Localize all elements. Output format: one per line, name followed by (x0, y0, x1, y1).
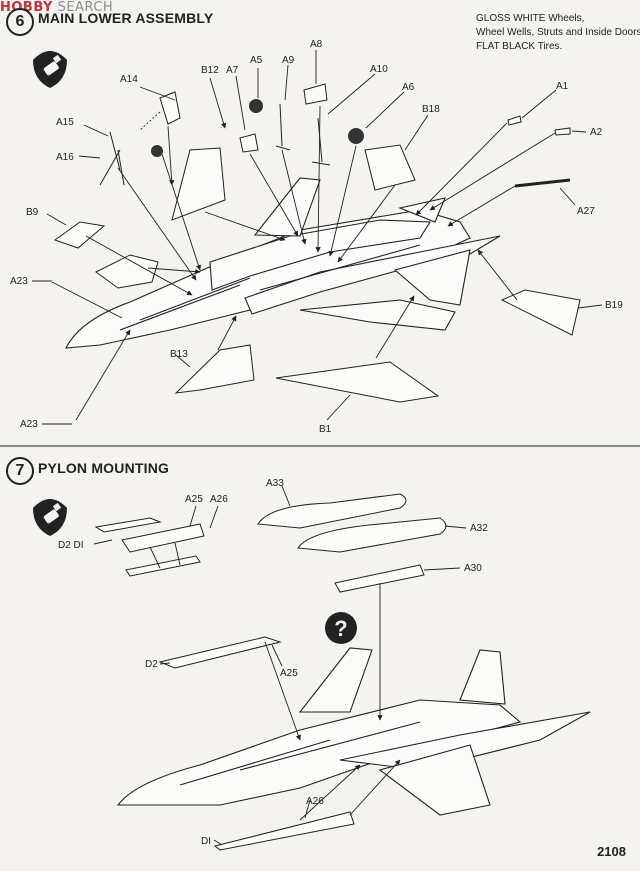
part-b18 (364, 144, 416, 191)
page-number: 2108 (597, 844, 626, 859)
section-divider (0, 445, 640, 447)
question-mark: ? (334, 616, 347, 641)
part-wedge (95, 254, 159, 289)
label-a7: A7 (226, 65, 239, 76)
label-a5: A5 (250, 55, 263, 66)
part-a6-tire (348, 128, 364, 144)
label-a25-mid: A25 (280, 668, 298, 679)
label-a10: A10 (370, 64, 388, 75)
paint-note-line-1: GLOSS WHITE Wheels, (476, 13, 585, 24)
label-a2: A2 (590, 127, 603, 138)
label-a27: A27 (577, 206, 595, 217)
question-mark-badge (325, 612, 357, 644)
part-a7 (239, 133, 259, 153)
part-a25-top (121, 523, 205, 553)
label-a15: A15 (56, 117, 74, 128)
step-6-number: 6 (6, 8, 34, 36)
part-b13 (174, 344, 255, 394)
label-b12: B12 (201, 65, 219, 76)
paint-note-line-2: Wheel Wells, Struts and Inside Doors. (476, 27, 640, 38)
part-a30-pylon (334, 564, 425, 593)
label-a25-top: A25 (185, 494, 203, 505)
part-b1 (275, 361, 440, 403)
label-a16: A16 (56, 152, 74, 163)
part-a5-tire (249, 99, 263, 113)
part-a27 (514, 178, 571, 188)
part-b9 (53, 221, 106, 249)
part-d1-top (125, 555, 201, 577)
label-a14: A14 (120, 74, 138, 85)
label-b18: B18 (422, 104, 440, 115)
paint-note: GLOSS WHITE Wheels, Wheel Wells, Struts … (476, 12, 640, 54)
paint-note-line-3: FLAT BLACK Tires. (476, 41, 563, 52)
label-a33: A33 (266, 478, 284, 489)
step-7-title: PYLON MOUNTING (38, 460, 170, 476)
part-a15-tire (151, 145, 163, 157)
part-b19 (500, 289, 581, 336)
part-a1 (507, 115, 522, 126)
label-a6: A6 (402, 82, 415, 93)
part-a14 (159, 91, 181, 125)
label-a23-top: A23 (10, 276, 28, 287)
part-a8 (303, 83, 328, 105)
label-b9: B9 (26, 207, 39, 218)
step-6-title: MAIN LOWER ASSEMBLY (38, 10, 214, 26)
part-a16-strut (99, 131, 125, 186)
part-a25-mid (158, 636, 282, 669)
step-7-number: 7 (6, 457, 34, 485)
label-a9: A9 (282, 55, 295, 66)
part-a32-tank (297, 517, 447, 553)
aircraft-lower-fuselage (65, 177, 501, 349)
label-d1-bottom: DI (201, 836, 211, 847)
label-b1: B1 (319, 424, 332, 435)
part-a10-strut (311, 117, 331, 166)
label-b19: B19 (605, 300, 623, 311)
label-d2-mid: D2 (145, 659, 158, 670)
glue-tube-icon (33, 51, 67, 88)
label-a26-bottom: A26 (306, 796, 324, 807)
glue-tube-icon-step7 (33, 499, 67, 536)
part-b12 (171, 147, 226, 221)
aircraft-assembled (116, 647, 591, 816)
label-d2-d1: D2 DI (58, 540, 84, 551)
part-d1-bottom (213, 811, 355, 851)
label-a32: A32 (470, 523, 488, 534)
label-a8: A8 (310, 39, 323, 50)
label-a30: A30 (464, 563, 482, 574)
label-a26-top: A26 (210, 494, 228, 505)
part-a33-tank (257, 493, 407, 529)
label-a23-bottom: A23 (20, 419, 38, 430)
label-a1: A1 (556, 81, 569, 92)
label-b13: B13 (170, 349, 188, 360)
part-d2-top (94, 517, 162, 533)
part-a9-strut (275, 103, 291, 151)
part-a2 (554, 127, 571, 136)
